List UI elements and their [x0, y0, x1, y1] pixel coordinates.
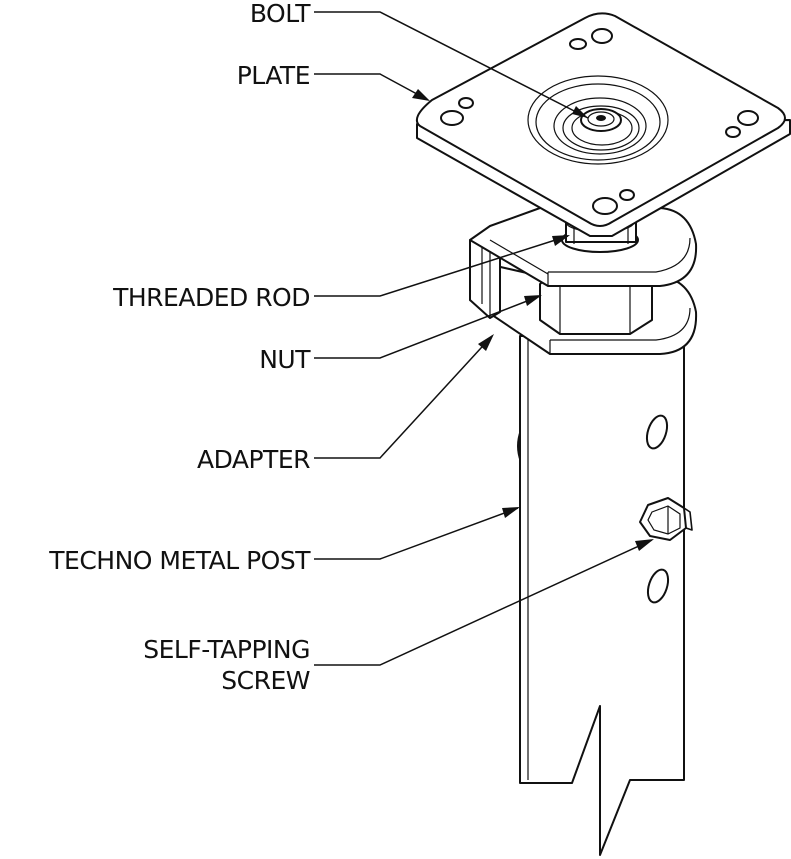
callout-self-tapping-screw: SELF-TAPPING SCREW: [143, 539, 654, 695]
label-threaded-rod: THREADED ROD: [112, 283, 310, 312]
callout-plate: PLATE: [237, 61, 430, 101]
label-adapter: ADAPTER: [197, 445, 310, 474]
techno-metal-post: [517, 335, 685, 856]
callout-adapter: ADAPTER: [197, 334, 494, 474]
label-screw-line2: SCREW: [221, 666, 310, 695]
label-bolt: BOLT: [250, 0, 311, 28]
plate: [416, 12, 791, 237]
label-plate: PLATE: [237, 61, 310, 90]
callout-bolt: BOLT: [250, 0, 589, 119]
callout-post: TECHNO METAL POST: [48, 507, 520, 575]
callout-nut: NUT: [259, 295, 542, 374]
callout-threaded-rod: THREADED ROD: [112, 235, 570, 312]
label-screw-line1: SELF-TAPPING: [143, 635, 310, 664]
label-nut: NUT: [259, 345, 311, 374]
self-tapping-screw: [639, 497, 693, 541]
label-post: TECHNO METAL POST: [48, 546, 311, 575]
